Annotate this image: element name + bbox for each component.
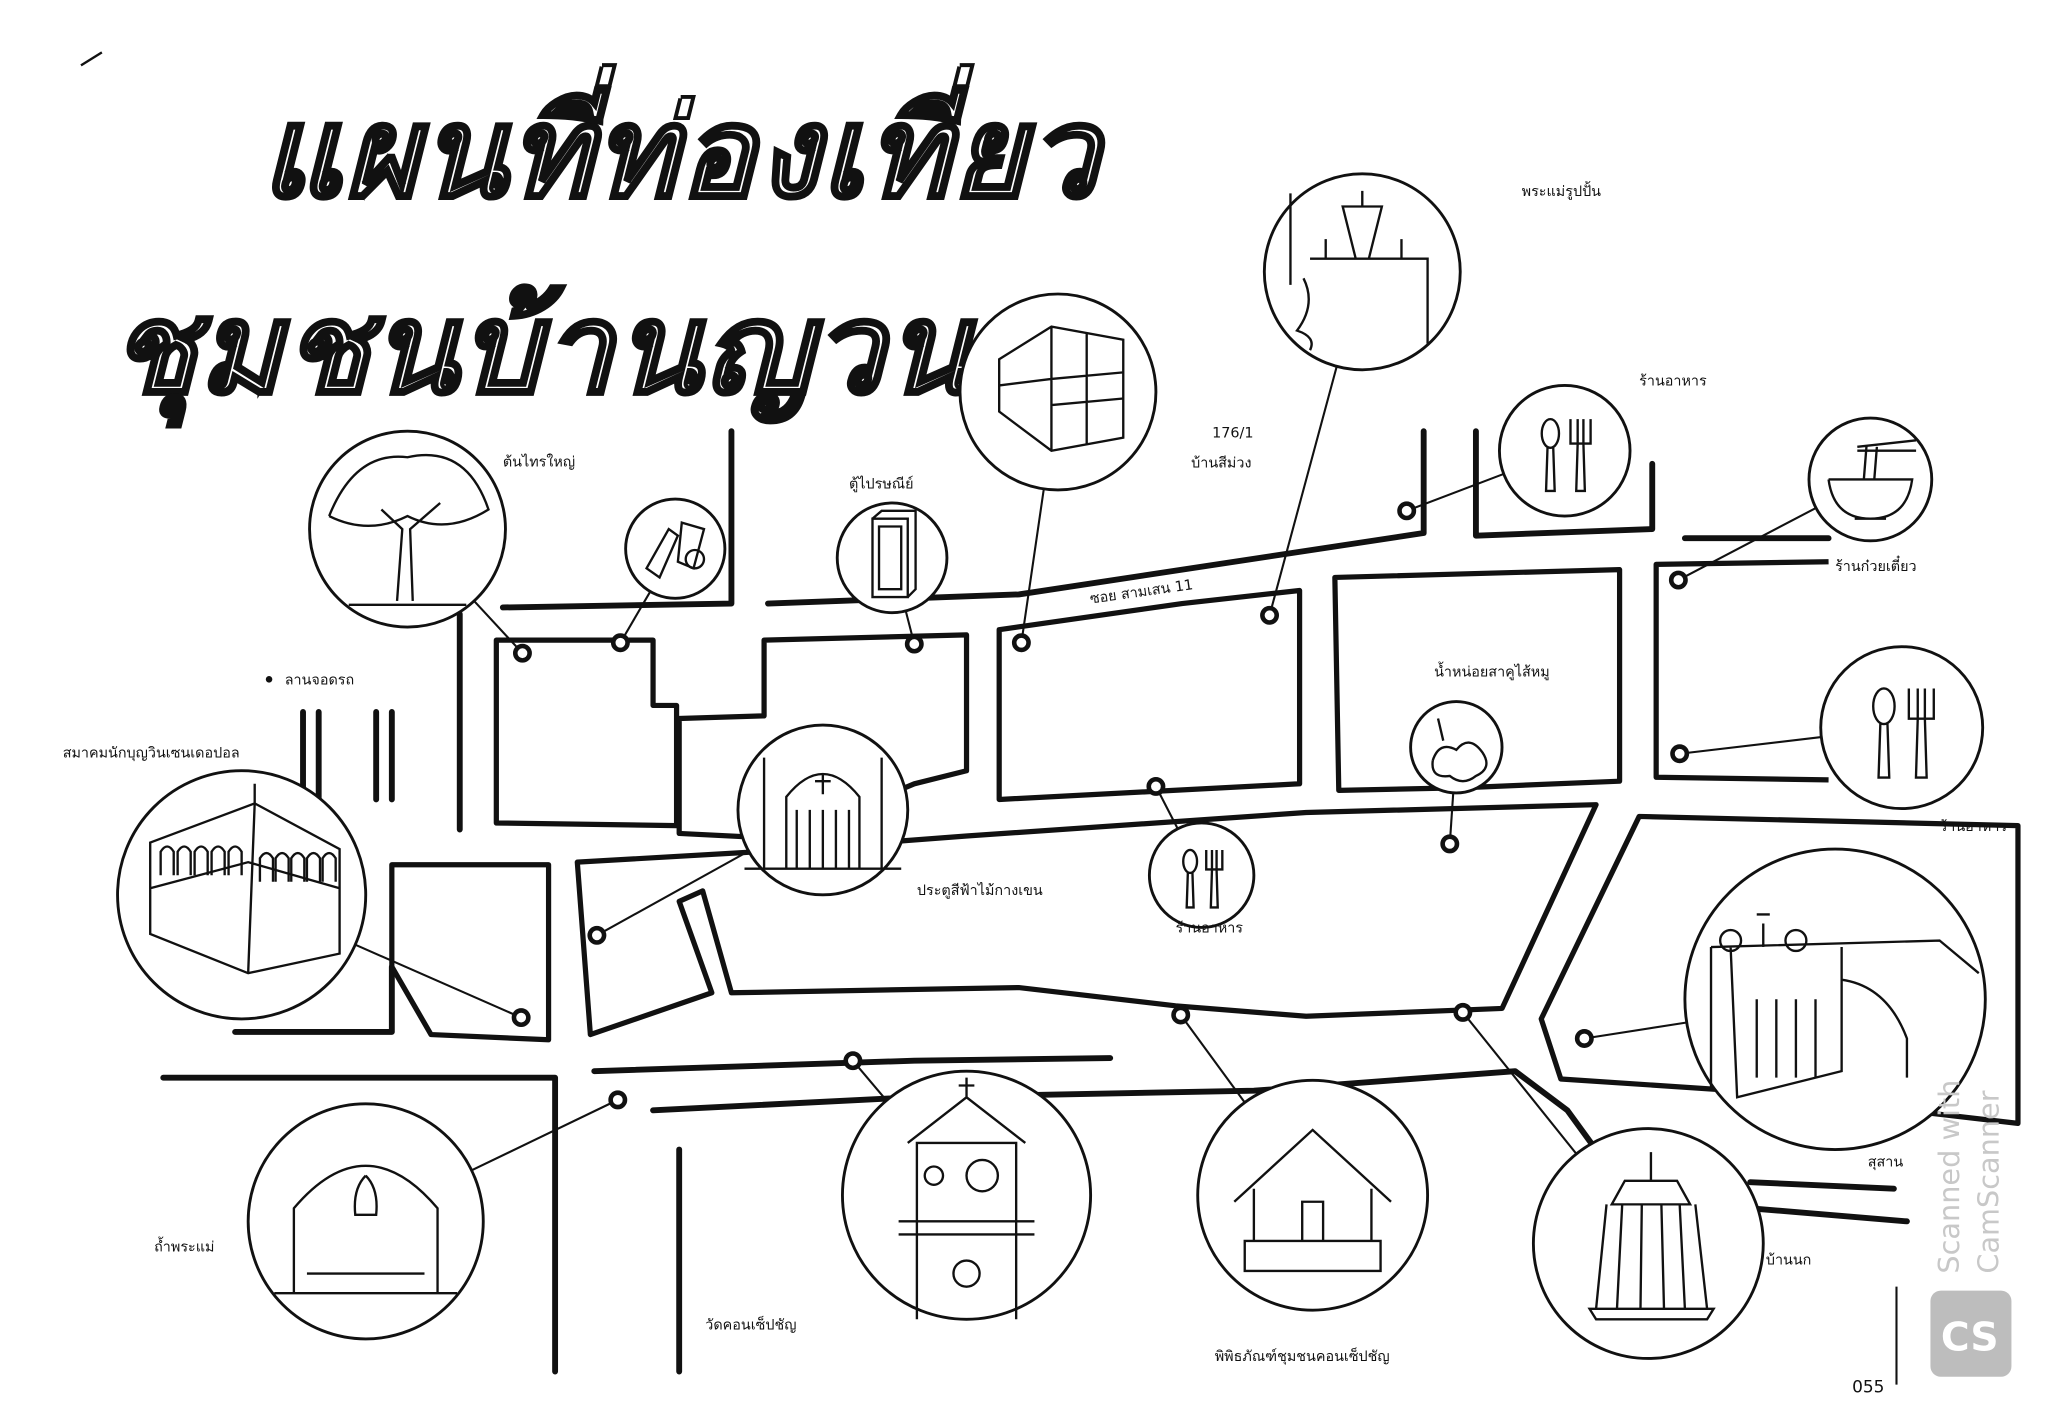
cemetery-bubble (1683, 847, 1987, 1151)
label-dessert: น้ำหน่อยสาคูไส้หมู (1434, 662, 1550, 681)
restaurant-right-leader-line (1679, 736, 1822, 755)
banyan-tree-pin-marker[interactable] (512, 643, 532, 663)
label-blue-gate: ประตูสีฟ้าไม้กางเขน (917, 882, 1043, 899)
label-restaurant-right: ร้านอาหาร (1940, 819, 2008, 835)
purple-house-leader-line (1020, 488, 1045, 643)
camscanner-watermark: Scanned with CamScanner CS (1895, 1080, 2012, 1385)
label-phone-booth: ตู้ไปรษณีย์ (849, 476, 914, 493)
bottle-pin-marker[interactable] (610, 633, 630, 653)
birdhouse-pin-marker[interactable] (1453, 1002, 1473, 1022)
association-leader-line (354, 943, 522, 1019)
blue-gate-leader-line (596, 850, 750, 937)
restaurant-top-leader-line (1406, 472, 1505, 512)
dessert-pin-marker[interactable] (1440, 834, 1460, 854)
museum-illustration-icon (1233, 1128, 1392, 1273)
grotto-leader-line (471, 1098, 619, 1172)
church-bubble (841, 1069, 1093, 1321)
birdhouse-bubble (1531, 1127, 1765, 1360)
label-museum: พิพิธภัณฑ์ชุมชนคอนเซ็ปชัญ (1215, 1346, 1390, 1365)
association-pin-marker[interactable] (511, 1008, 531, 1028)
banyan-tree-leader-line (473, 600, 524, 654)
cemetery-pin-marker[interactable] (1574, 1029, 1594, 1048)
label-parking: ลานจอดรถ (285, 673, 354, 689)
church-illustration-icon (898, 1077, 1035, 1320)
dessert-bubble (1409, 700, 1504, 795)
parking-dot (265, 676, 273, 683)
illustration-bubbles (116, 172, 1987, 1360)
label-purple-house: บ้านสีม่วง (1191, 455, 1251, 472)
phone-booth-bubble (835, 501, 949, 615)
statue-pin-marker[interactable] (1260, 605, 1280, 625)
association-bubble (116, 769, 368, 1021)
camscanner-logo-text: CS (1941, 1316, 1999, 1361)
noodle-shop-pin-marker[interactable] (1668, 570, 1688, 590)
label-birdhouse: บ้านนก (1766, 1252, 1812, 1268)
restaurant-top-illustration-icon (1540, 417, 1592, 493)
museum-bubble (1196, 1078, 1430, 1312)
grotto-pin-marker[interactable] (608, 1090, 628, 1110)
noodle-shop-bubble (1807, 416, 1934, 543)
bottle-illustration-icon (644, 521, 706, 580)
cemetery-illustration-icon (1709, 913, 1980, 1099)
restaurant-middle-illustration-icon (1182, 848, 1224, 909)
watermark-line2: CamScanner (1971, 1090, 2005, 1273)
label-association: สมาคมนักบุญวินเซนเดอปอล (63, 746, 240, 762)
grotto-bubble (246, 1102, 485, 1341)
restaurant-right-illustration-icon (1872, 687, 1935, 779)
blue-gate-illustration-icon (744, 757, 902, 870)
label-restaurant-top: ร้านอาหาร (1639, 373, 1707, 389)
purple-house-illustration-icon (998, 325, 1125, 452)
birdhouse-leader-line (1462, 1011, 1578, 1155)
restaurant-top-bubble (1497, 383, 1632, 518)
restaurant-middle-bubble (1147, 821, 1256, 929)
blue-gate-bubble (736, 723, 910, 897)
phone-booth-pin-marker[interactable] (904, 634, 924, 654)
statue-bubble (1262, 172, 1462, 372)
restaurant-right-bubble (1819, 645, 1985, 811)
watermark-line1: Scanned with (1932, 1080, 1966, 1274)
label-cemetery: สุสาน (1868, 1154, 1904, 1170)
noodle-shop-leader-line (1677, 507, 1817, 581)
restaurant-top-pin-marker[interactable] (1397, 501, 1417, 521)
label-church: วัดคอนเซ็ปชัญ (705, 1315, 796, 1334)
leader-lines (354, 366, 1822, 1172)
bottle-bubble (624, 497, 727, 600)
pen-mark (80, 51, 103, 67)
label-house-number: 176/1 (1212, 426, 1253, 442)
location-pins (511, 501, 1690, 1110)
statue-leader-line (1268, 366, 1338, 616)
map-title-line1: แผนที่ท่องเที่ยว (261, 65, 1106, 226)
grotto-illustration-icon (274, 1164, 458, 1295)
cemetery-leader-line (1584, 1021, 1687, 1040)
camscanner-logo (1930, 1290, 2012, 1377)
phone-booth-illustration-icon (871, 509, 917, 599)
dessert-illustration-icon (1431, 718, 1488, 783)
page-number: 055 (1852, 1377, 1884, 1397)
restaurant-middle-pin-marker[interactable] (1146, 776, 1166, 796)
label-statue: พระแม่รูปปั้น (1522, 181, 1602, 200)
museum-leader-line (1179, 1014, 1246, 1104)
statue-illustration-icon (1289, 190, 1429, 351)
birdhouse-illustration-icon (1587, 1152, 1716, 1321)
banyan-tree-bubble (308, 429, 507, 629)
label-noodle-shop: ร้านก๋วยเตี๋ยว (1835, 555, 1916, 575)
purple-house-bubble (958, 292, 1158, 492)
label-banyan-tree: ต้นไทรใหญ่ (503, 453, 575, 470)
blue-gate-pin-marker[interactable] (587, 925, 607, 945)
bottle-leader-line (619, 591, 652, 644)
church-pin-marker[interactable] (843, 1051, 863, 1071)
label-restaurant-middle: ร้านอาหาร (1176, 921, 1244, 937)
museum-pin-marker[interactable] (1171, 1005, 1191, 1025)
association-illustration-icon (149, 783, 341, 975)
noodle-shop-illustration-icon (1827, 439, 1917, 520)
purple-house-pin-marker[interactable] (1011, 633, 1031, 653)
restaurant-right-pin-marker[interactable] (1670, 744, 1690, 764)
label-grotto: ถ้ำพระแม่ (154, 1236, 214, 1255)
banyan-tree-illustration-icon (328, 453, 490, 607)
map-title-line2: ชุมชนบ้านญวน (111, 276, 976, 427)
